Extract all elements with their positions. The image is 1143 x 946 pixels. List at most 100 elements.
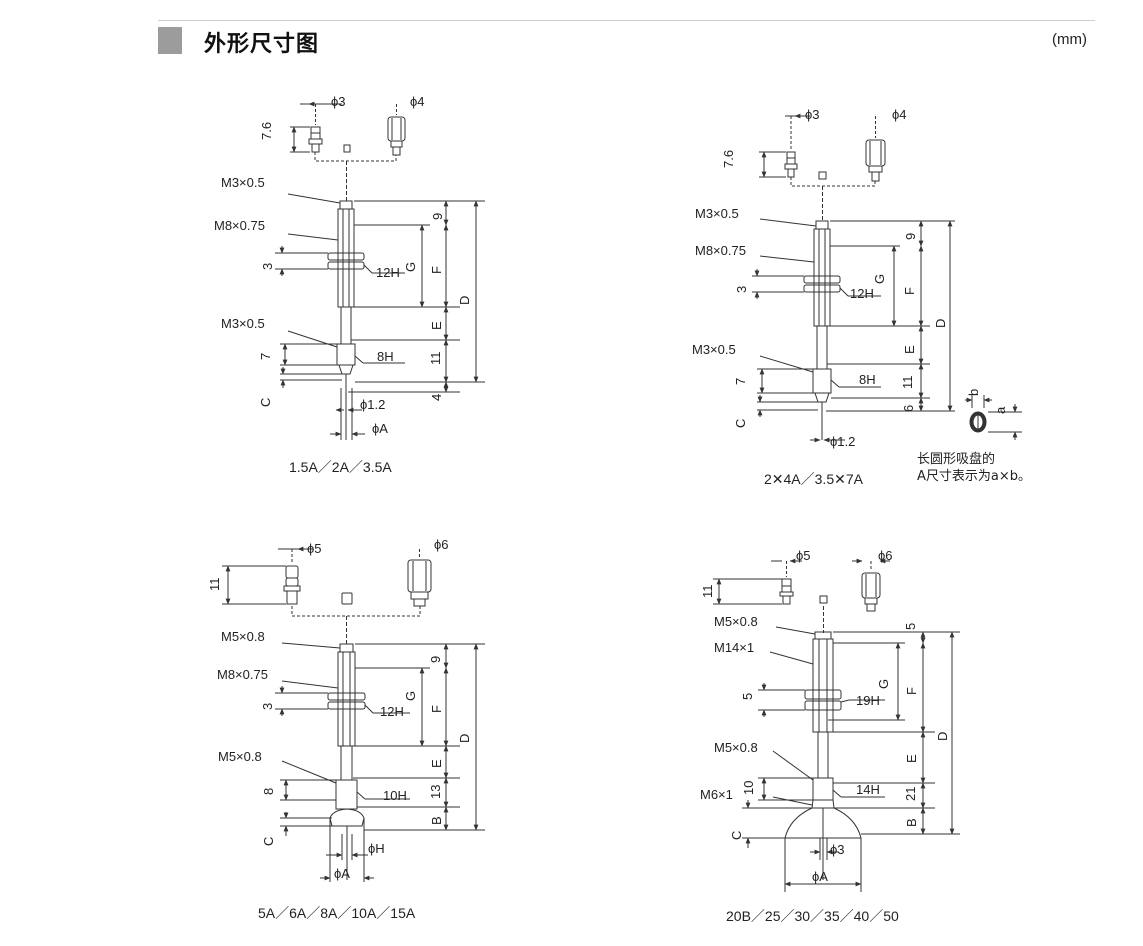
f3-thread-mid: M8×0.75: [217, 667, 268, 682]
f2-dim-d: D: [933, 319, 948, 328]
figure-3-caption: 5A／6A／8A／10A／15A: [258, 905, 416, 921]
f2-low-hex: 8H: [859, 372, 876, 387]
f1-thread-mid: M8×0.75: [214, 218, 265, 233]
f2-dim-e: E: [902, 345, 917, 354]
f1-phi-b: ϕ4: [410, 94, 425, 109]
f3-dim-low: 13: [428, 785, 443, 799]
f1-len-fit: 7.6: [259, 122, 274, 140]
f4-phi-a: ϕ5: [796, 548, 811, 563]
header-rule: [158, 20, 1095, 21]
f3-dim-f: F: [429, 705, 444, 713]
f4-phi-tip: ϕ3: [830, 842, 845, 857]
f4-low-hex: 14H: [856, 782, 880, 797]
f3-len-fit: 11: [207, 578, 222, 592]
f4-phi-pad: ϕA: [812, 869, 828, 884]
f3-nut-hex: 12H: [380, 704, 404, 719]
fitting-small: [784, 116, 798, 178]
f2-dim-g: G: [872, 274, 887, 284]
f1-thread-low: M3×0.5: [221, 316, 265, 331]
f2-phi-tip: ϕ1.2: [830, 434, 855, 449]
f1-phi-a: ϕ3: [331, 94, 346, 109]
body: [784, 631, 862, 880]
f2-dim-low: 11: [900, 376, 915, 390]
f3-dim-bot: B: [429, 816, 444, 825]
fitting-large: [407, 549, 432, 607]
f4-low-len: 10: [741, 781, 756, 795]
fitting-large: [387, 104, 406, 156]
fitting-small: [283, 549, 301, 605]
f3-phi-tip: ϕH: [368, 841, 385, 856]
figure-2-drawing: [752, 113, 1022, 443]
f2-dim-f: F: [902, 287, 917, 295]
oval-pad-icon: [965, 395, 1022, 440]
body: [327, 643, 366, 880]
figure-4-drawing: [713, 558, 960, 892]
figure-4-caption: 20B／25／30／35／40／50: [726, 908, 899, 924]
f1-dim-low: 11: [428, 352, 443, 366]
f2-thread-top: M3×0.5: [695, 206, 739, 221]
figure-2-labels: ϕ3 ϕ4 7.6 M3×0.5 M8×0.75 3 12H M3×0.5 7 …: [692, 107, 1008, 449]
f3-low-len: 8: [261, 788, 276, 795]
f4-dim-g: G: [876, 679, 891, 689]
f1-dim-top: 9: [430, 213, 445, 220]
figure-1-caption: 1.5A／2A／3.5A: [289, 459, 392, 475]
f1-dim-d: D: [457, 296, 472, 305]
f3-c: C: [261, 837, 276, 846]
figure-1-drawing: [275, 101, 485, 440]
body: [327, 200, 365, 440]
f4-dim-f: F: [904, 687, 919, 695]
body: [803, 220, 841, 440]
f1-low-len: 7: [258, 353, 273, 360]
f4-thread-top: M5×0.8: [714, 614, 758, 629]
f4-dim-low: 21: [903, 787, 918, 801]
figure-3-drawing: [222, 546, 485, 882]
fitting-small: [779, 561, 794, 605]
title-marker: [158, 27, 182, 54]
f2-thread-low: M3×0.5: [692, 342, 736, 357]
f2-len-fit: 7.6: [721, 150, 736, 168]
f2-dim-bot: 6: [901, 405, 916, 412]
f3-dim-top: 9: [428, 656, 443, 663]
fitting-small: [308, 104, 323, 153]
f4-dim-d: D: [935, 732, 950, 741]
f4-phi-b: ϕ6: [878, 548, 893, 563]
f1-nut-hex: 12H: [376, 265, 400, 280]
plug: [343, 144, 351, 153]
plug: [819, 595, 828, 604]
f3-phi-b: ϕ6: [434, 537, 449, 552]
unit-label: (mm): [1052, 31, 1087, 48]
figure-2-caption: 2✕4A／3.5✕7A: [764, 471, 863, 487]
f1-phi-pad: ϕA: [372, 421, 388, 436]
f1-dim-g: G: [403, 262, 418, 272]
f1-low-hex: 8H: [377, 349, 394, 364]
f3-thread-low: M5×0.8: [218, 749, 262, 764]
f4-nut-thk: 5: [740, 693, 755, 700]
f1-dim-f: F: [429, 266, 444, 274]
f4-dim-bot: B: [904, 818, 919, 827]
f2-nut-thk: 3: [734, 286, 749, 293]
f2-oval-a: a: [993, 406, 1008, 414]
f4-c: C: [729, 831, 744, 840]
plug: [818, 171, 827, 180]
f3-dim-g: G: [403, 691, 418, 701]
f2-thread-mid: M8×0.75: [695, 243, 746, 258]
f2-nut-hex: 12H: [850, 286, 874, 301]
f4-len-fit: 11: [700, 585, 715, 599]
f3-low-hex: 10H: [383, 788, 407, 803]
f1-thread-top: M3×0.5: [221, 175, 265, 190]
plug: [341, 592, 353, 605]
f2-low-len: 7: [733, 378, 748, 385]
f3-dim-d: D: [457, 734, 472, 743]
figure-1-labels: ϕ3 ϕ4 7.6 M3×0.5 M8×0.75 3 12H M3×0.5 7 …: [214, 94, 472, 436]
f1-phi-tip: ϕ1.2: [360, 397, 385, 412]
f3-dim-e: E: [429, 759, 444, 768]
f4-thread-low: M5×0.8: [714, 740, 758, 755]
f4-nut-hex: 19H: [856, 693, 880, 708]
oval-pad-note: 长圆形吸盘的 A尺寸表示为a×b。: [917, 451, 1031, 485]
f2-c: C: [733, 419, 748, 428]
f3-nut-thk: 3: [260, 703, 275, 710]
f4-dim-e: E: [904, 754, 919, 763]
figure-3-labels: ϕ5 ϕ6 11 M5×0.8 M8×0.75 3 12H M5×0.8 8 1…: [207, 537, 472, 881]
page-title: 外形尺寸图: [204, 32, 320, 57]
fitting-large: [861, 561, 881, 612]
